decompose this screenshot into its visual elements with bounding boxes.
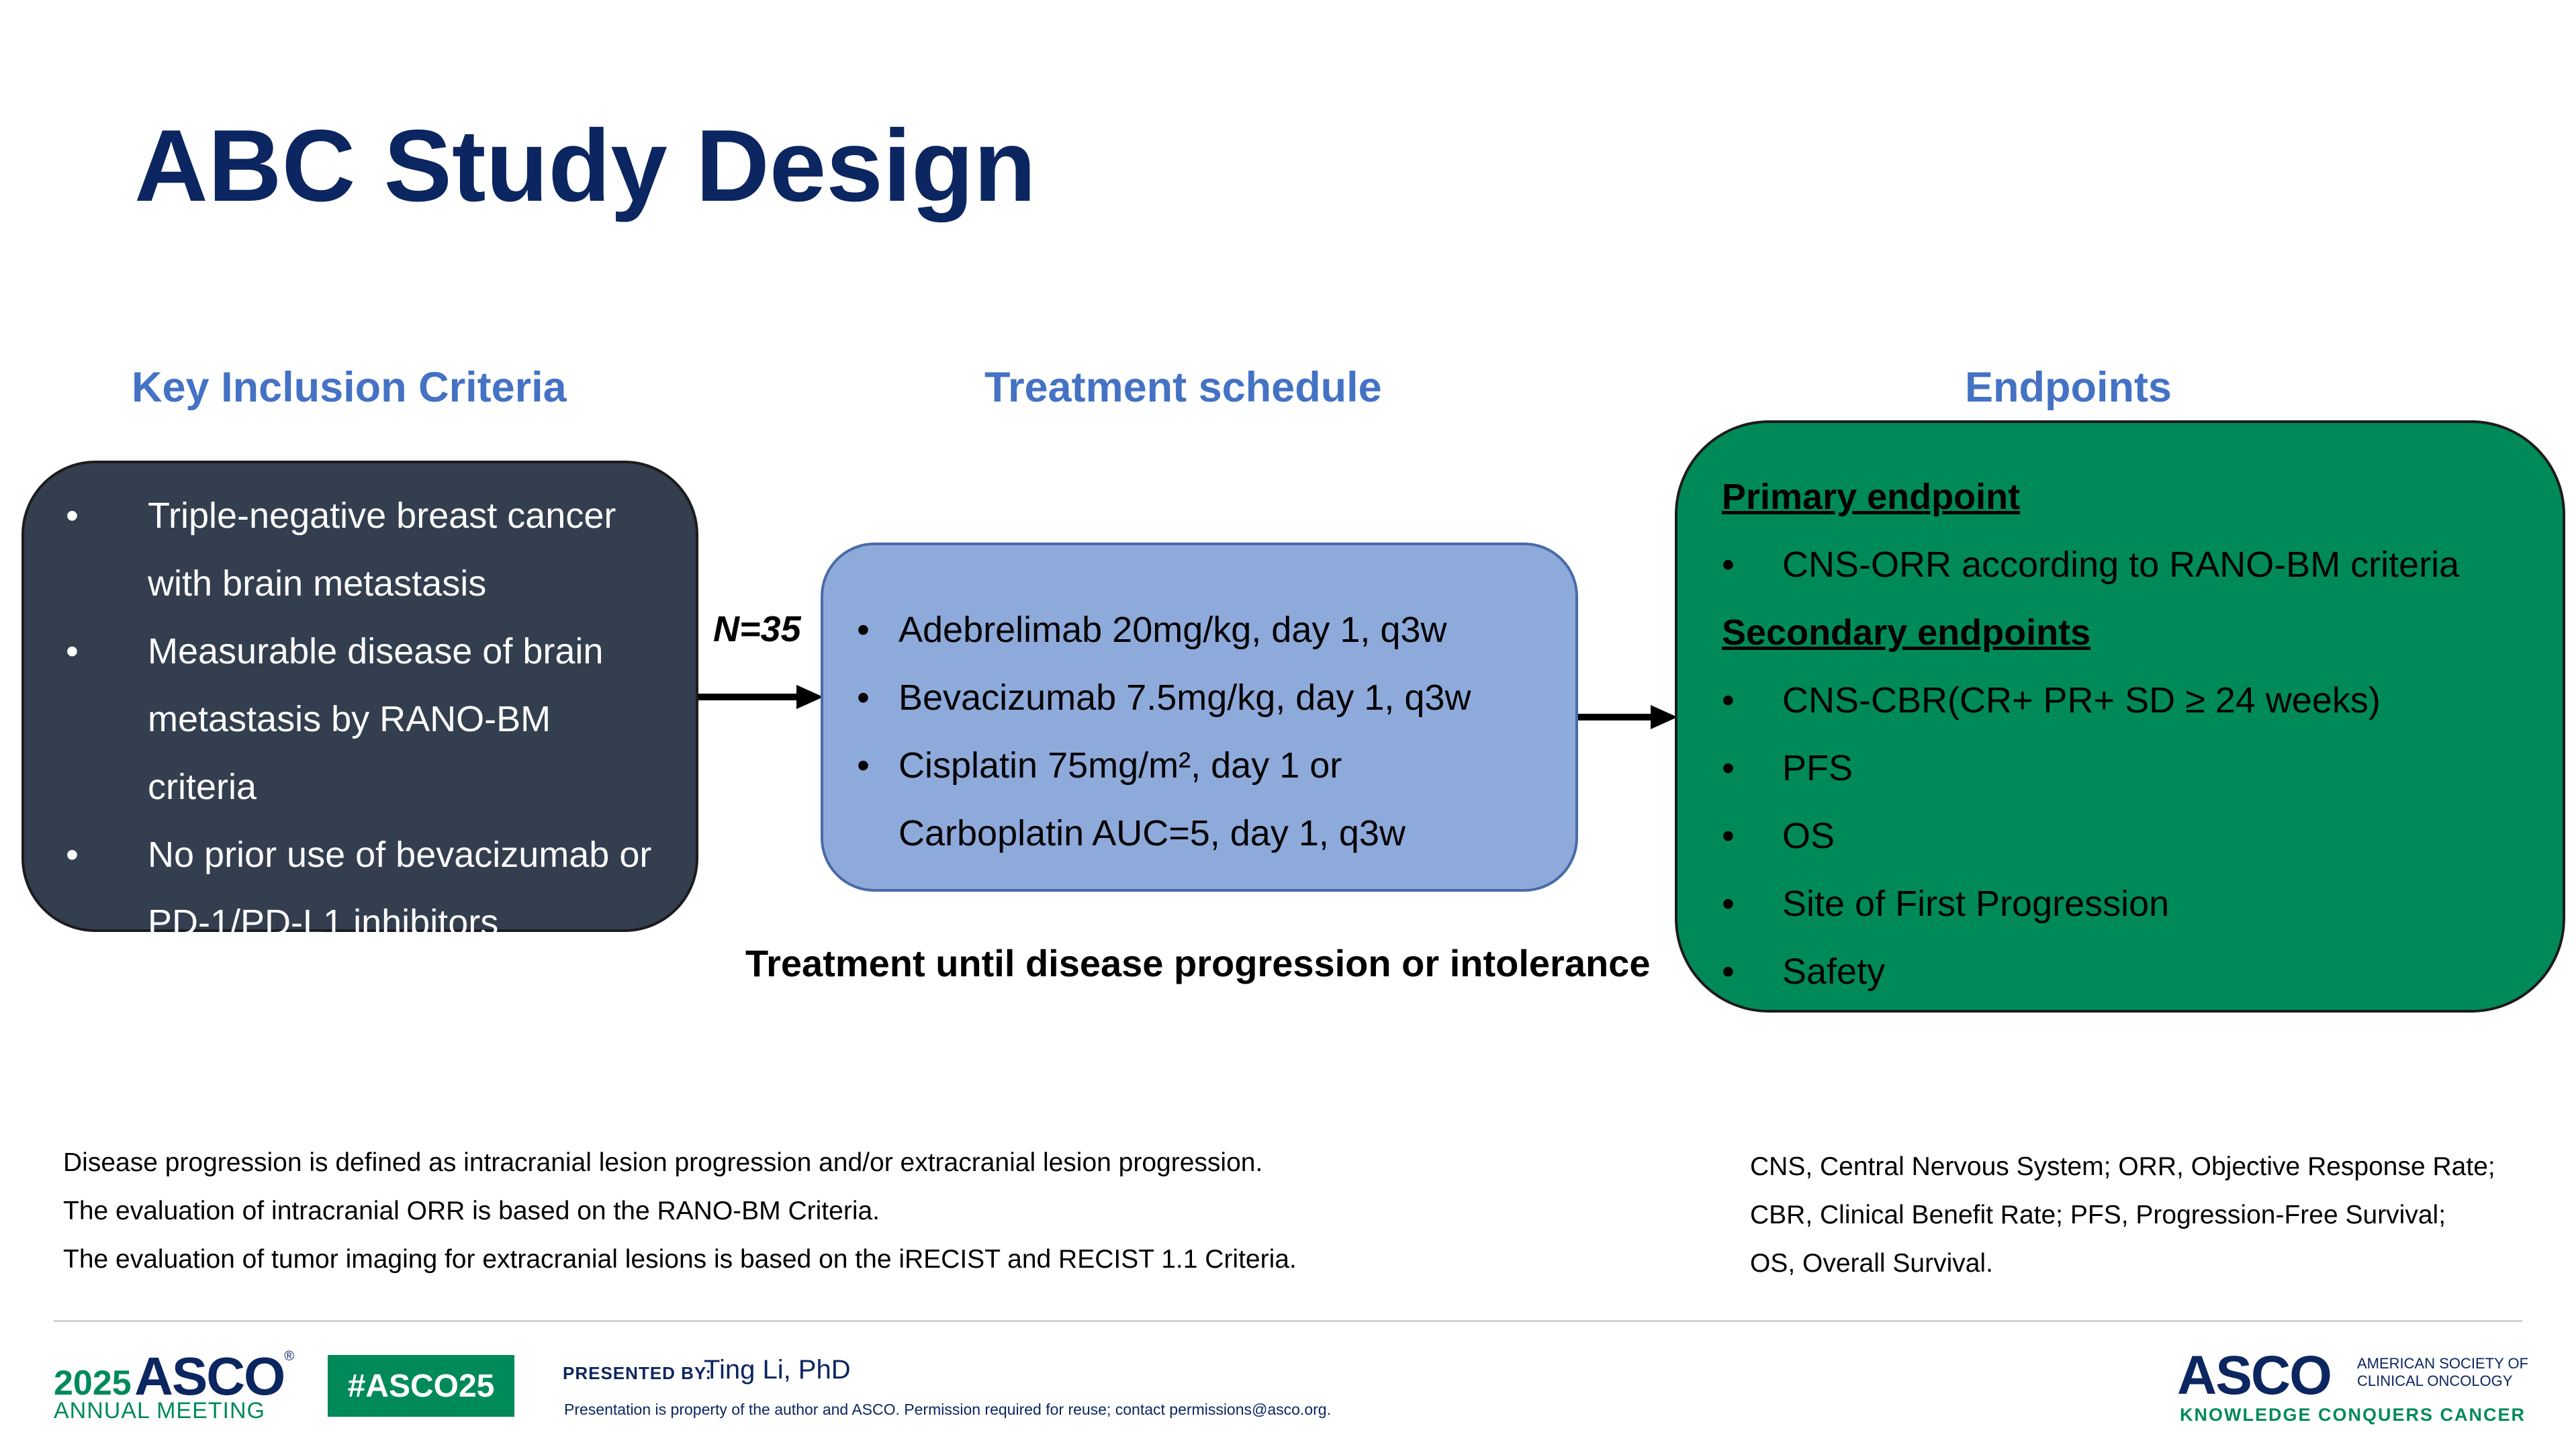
endpoints-box: Primary endpoint • CNS-ORR according to …	[1675, 420, 2565, 1013]
list-item-line: Carboplatin AUC=5, day 1, q3w	[899, 813, 1406, 853]
presented-by-label: PRESENTED BY:	[563, 1363, 712, 1383]
list-item-line: PD-1/PD-L1 inhibitors	[148, 902, 499, 943]
secondary-endpoint-list: • CNS-CBR(CR+ PR+ SD ≥ 24 weeks) • PFS •…	[1722, 667, 2555, 1006]
inclusion-heading: Key Inclusion Criteria	[132, 364, 567, 411]
treatment-list: • Adebrelimab 20mg/kg, day 1, q3w • Beva…	[857, 596, 1569, 868]
list-item: • Triple-negative breast cancer with bra…	[66, 482, 684, 618]
treatment-schedule-box: • Adebrelimab 20mg/kg, day 1, q3w • Beva…	[821, 543, 1578, 892]
bullet: •	[1722, 951, 1735, 992]
list-item-text: CNS-ORR according to RANO-BM criteria	[1782, 545, 2460, 585]
bullet: •	[1722, 884, 1735, 924]
list-item-line: Triple-negative breast cancer	[148, 496, 616, 536]
asco-society-name: AMERICAN SOCIETY OF CLINICAL ONCOLOGY	[2357, 1355, 2528, 1390]
list-item: • PFS	[1722, 735, 2555, 802]
sample-size-label: N=35	[713, 609, 801, 649]
asco-logo-text: ASCO	[2177, 1345, 2332, 1406]
bullet: •	[857, 610, 870, 650]
bullet: •	[66, 496, 79, 536]
inclusion-criteria-box: • Triple-negative breast cancer with bra…	[21, 461, 698, 943]
treatment-until-note: Treatment until disease progression or i…	[745, 942, 1651, 984]
primary-endpoint-heading: Primary endpoint	[1722, 477, 2021, 517]
bullet: •	[1722, 545, 1735, 585]
primary-endpoint-list: • CNS-ORR according to RANO-BM criteria	[1722, 531, 2555, 599]
footnotes-right: CNS, Central Nervous System; ORR, Object…	[1750, 1143, 2495, 1288]
list-item: • Cisplatin 75mg/m², day 1 or Carboplati…	[857, 732, 1569, 868]
asco-society-line: CLINICAL ONCOLOGY	[2357, 1372, 2513, 1389]
footer-divider	[54, 1320, 2522, 1322]
hashtag-badge: #ASCO25	[328, 1355, 514, 1417]
slide-title: ABC Study Design	[134, 109, 1036, 223]
bullet: •	[66, 631, 79, 671]
list-item-line: Adebrelimab 20mg/kg, day 1, q3w	[899, 610, 1447, 650]
footnote: Disease progression is defined as intrac…	[63, 1148, 1263, 1177]
abbreviation-note: CNS, Central Nervous System; ORR, Object…	[1750, 1152, 2495, 1181]
asco-society-line: AMERICAN SOCIETY OF	[2357, 1355, 2529, 1372]
asco-logo: ASCO AMERICAN SOCIETY OF CLINICAL ONCOLO…	[2177, 1344, 2540, 1425]
meeting-org: ASCO	[134, 1346, 285, 1406]
list-item-line: criteria	[148, 767, 257, 807]
list-item: • Bevacizumab 7.5mg/kg, day 1, q3w	[857, 664, 1569, 732]
list-item-text: Site of First Progression	[1782, 884, 2170, 924]
list-item-line: with brain metastasis	[148, 563, 487, 604]
bullet: •	[1722, 816, 1735, 856]
bullet: •	[857, 677, 870, 718]
abbreviation-note: OS, Overall Survival.	[1750, 1249, 1993, 1278]
bullet: •	[857, 745, 870, 786]
bullet: •	[1722, 748, 1735, 788]
list-item-line: metastasis by RANO-BM	[148, 699, 551, 739]
list-item: • Site of First Progression	[1722, 870, 2555, 938]
treatment-heading: Treatment schedule	[984, 364, 1382, 411]
footnote: The evaluation of intracranial ORR is ba…	[63, 1197, 880, 1225]
abbreviation-note: CBR, Clinical Benefit Rate; PFS, Progres…	[1750, 1201, 2446, 1229]
footnote: The evaluation of tumor imaging for extr…	[63, 1245, 1297, 1274]
endpoints-heading: Endpoints	[1965, 364, 2172, 411]
list-item-text: PFS	[1782, 748, 1853, 788]
list-item: • Safety	[1722, 938, 2555, 1006]
list-item-line: No prior use of bevacizumab or	[148, 835, 652, 875]
list-item-line: Bevacizumab 7.5mg/kg, day 1, q3w	[899, 677, 1471, 718]
list-item: • No prior use of bevacizumab or PD-1/PD…	[66, 821, 684, 957]
asco-tagline: KNOWLEDGE CONQUERS CANCER	[2180, 1405, 2526, 1425]
bullet: •	[1722, 680, 1735, 720]
list-item: • CNS-CBR(CR+ PR+ SD ≥ 24 weeks)	[1722, 667, 2555, 735]
list-item-text: OS	[1782, 816, 1835, 856]
presenter-name: Ting Li, PhD	[704, 1355, 851, 1385]
inclusion-list: • Triple-negative breast cancer with bra…	[66, 482, 684, 957]
list-item: • Adebrelimab 20mg/kg, day 1, q3w	[857, 596, 1569, 664]
list-item-text: Safety	[1782, 951, 1886, 992]
arrow-right-icon	[698, 685, 823, 709]
secondary-endpoint-heading: Secondary endpoints	[1722, 612, 2091, 653]
list-item-line: Cisplatin 75mg/m², day 1 or	[899, 745, 1342, 786]
property-note: Presentation is property of the author a…	[564, 1401, 1331, 1418]
list-item-text: CNS-CBR(CR+ PR+ SD ≥ 24 weeks)	[1782, 680, 2381, 720]
list-item: • Measurable disease of brain metastasis…	[66, 618, 684, 821]
meeting-name: ANNUAL MEETING	[54, 1398, 266, 1423]
list-item: • CNS-ORR according to RANO-BM criteria	[1722, 531, 2555, 599]
footnotes-left: Disease progression is defined as intrac…	[63, 1139, 1297, 1284]
meeting-year: 2025	[54, 1364, 132, 1403]
meeting-logo: 2025 ASCO® ANNUAL MEETING	[54, 1346, 295, 1424]
bullet: •	[66, 835, 79, 875]
arrow-right-icon	[1578, 705, 1677, 729]
list-item: • OS	[1722, 802, 2555, 870]
list-item-line: Measurable disease of brain	[148, 631, 604, 671]
